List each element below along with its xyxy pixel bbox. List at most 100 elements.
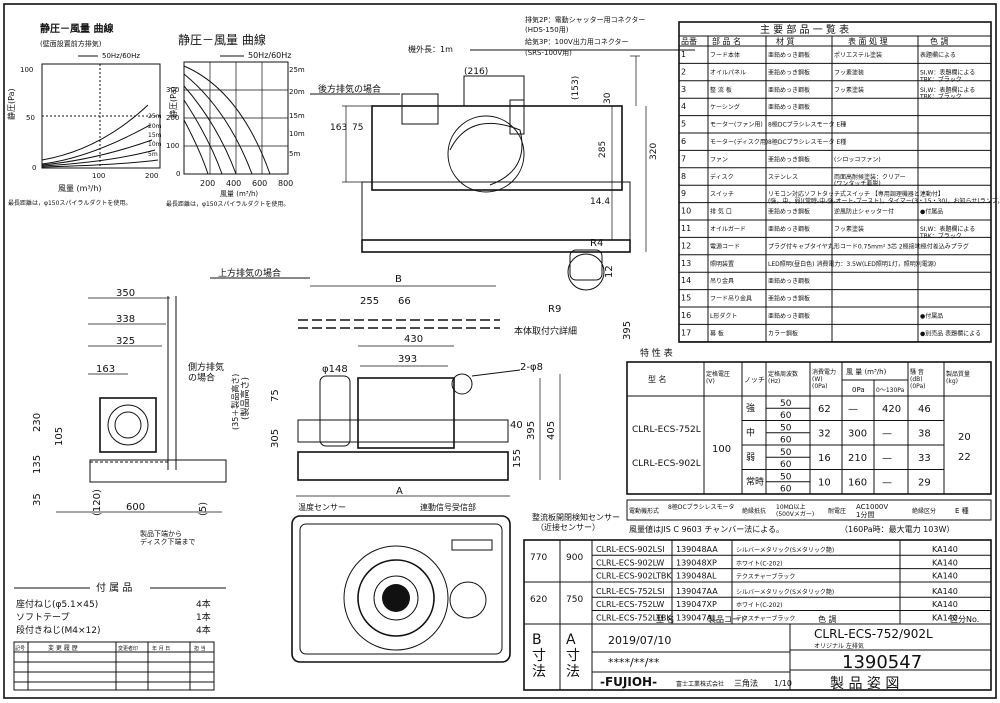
parts-table: 主 要 部 品 一 覧 表 品番 部 品 名 材 質 表 面 処 理 色 調 1… <box>678 21 1000 343</box>
parts-cell: 亜鉛めっき鋼板 <box>768 155 810 163</box>
dim-label: 338 <box>116 314 135 325</box>
dim-label: 430 <box>404 334 423 345</box>
model-cell: 900 <box>566 553 583 563</box>
model-title: CLRL-ECS-752/902L <box>814 627 933 641</box>
parts-cell: 13 <box>681 259 691 268</box>
parts-col: 色 調 <box>930 36 949 46</box>
mount-hole-label: 本体取付穴詳細 <box>514 325 577 337</box>
parts-cell: 亜鉛めっき鋼板 <box>768 68 810 76</box>
accessories-box: 付 属 品 座付ねじ(φ5.1×45) 4本 ソフトテープ 1本 段付きねじ(M… <box>14 581 226 636</box>
spec-col: 風 量 (m³/h) <box>846 368 887 376</box>
spec-col: 定格周波数(Hz) <box>768 370 798 385</box>
static-curve-large: 静圧－風量 曲線 50Hz/60Hz 25m 20m 15m 10m 5m 30… <box>166 32 305 208</box>
model-cell: KA140 <box>932 587 958 596</box>
y-tick: 0 <box>176 170 180 178</box>
parts-cell: 2 <box>681 67 686 76</box>
models-col: 区分No. <box>950 615 979 624</box>
model-cell: テクスチャーブラック <box>736 615 795 623</box>
y-tick: 100 <box>20 66 33 74</box>
dim-label: B <box>395 274 402 285</box>
connector-supply-model: (SRS-100V用) <box>525 49 572 57</box>
curve-note: (壁面設置前方排気) <box>40 39 102 48</box>
parts-cell: 亜鉛めっき鋼板 <box>768 277 810 285</box>
notch-q130: — <box>882 429 892 440</box>
notch-watt: 10 <box>818 478 831 489</box>
notch-label: 常時 <box>746 476 764 488</box>
notch-watt: 62 <box>818 404 831 415</box>
y-label: 静圧(Pa) <box>168 86 178 118</box>
dim-label: φ148 <box>322 364 348 375</box>
notch-hz: 50 <box>780 473 792 483</box>
dim-label: 395 <box>526 421 537 440</box>
y-tick: 300 <box>166 86 179 94</box>
parts-cell: 15 <box>681 294 691 303</box>
parts-cell: 電源コード <box>710 242 740 250</box>
rev-col: 年 月 日 <box>152 645 170 652</box>
spec-model: CLRL-ECS-902L <box>632 459 701 469</box>
parts-cell: オイルパネル <box>710 69 746 76</box>
dim-label: 35 <box>32 493 43 506</box>
rev-col: 記号 <box>15 645 25 652</box>
parts-cell: 表題欄による <box>920 51 956 59</box>
model-subtitle: オリジナル 左排気 <box>814 642 864 650</box>
motor-cell: 8極DCブラシレスモータ <box>668 503 735 511</box>
notch-q0: — <box>848 404 858 415</box>
parts-cell: ●付属品 <box>920 312 943 320</box>
accessories-title: 付 属 品 <box>96 581 132 594</box>
models-col: 色 調 <box>818 614 837 624</box>
model-cell: テクスチャーブラック <box>736 573 795 581</box>
parts-col: 表 面 処 理 <box>848 36 888 46</box>
side-view: 350 338 325 163 側方排気の場合 230 105 135 35 (… <box>32 288 227 546</box>
dim-label: 320 <box>649 143 659 160</box>
parts-cell: 亜鉛めっき鋼板 <box>768 51 810 59</box>
y-tick: 0 <box>32 164 36 172</box>
dim-label: 105 <box>54 427 65 446</box>
model-cell: KA140 <box>932 545 958 554</box>
spec-col: 定格電圧(V) <box>706 370 730 385</box>
accessory-qty: 1本 <box>196 611 211 623</box>
parts-cell: 亜鉛めっき鋼板 <box>768 295 810 303</box>
parts-cell: ステンレス <box>768 174 798 181</box>
models-col: 型 名 <box>656 614 675 624</box>
dim-label: 350 <box>116 288 135 299</box>
dim-label: 163 <box>330 123 347 133</box>
dim-label: 163 <box>96 364 115 375</box>
parts-cell: 亜鉛めっき鋼板 <box>768 208 810 216</box>
parts-cell: 17 <box>681 328 691 337</box>
parts-cell: フッ素塗装 <box>834 225 864 233</box>
notch-db: 46 <box>918 404 931 415</box>
parts-cell: モーター(ファン用) <box>710 121 763 129</box>
model-cell: ホワイト(C-202) <box>736 602 783 609</box>
parts-cell: 幕 板 <box>710 329 724 337</box>
x-tick: 200 <box>145 172 158 180</box>
company-name: 富士工業株式会社 <box>676 680 724 688</box>
brand-logo: -FUJIOH- <box>600 675 657 689</box>
parts-cell: 8極DCブラシレスモータ E種 <box>768 138 846 146</box>
parts-cell: ファン <box>710 156 728 163</box>
parts-cell: (シロッコファン) <box>834 156 881 163</box>
date-field: 2019/07/10 <box>608 634 671 647</box>
rev-col: 変更者印 <box>118 645 138 652</box>
parts-col: 材 質 <box>776 36 795 46</box>
model-cell: ホワイト(C-202) <box>736 560 783 567</box>
revision-table: 記号 変 更 履 歴 変更者印 年 月 日 担 当 <box>13 641 215 691</box>
notch-hz: 60 <box>780 411 792 421</box>
notch-db: 33 <box>918 453 931 464</box>
model-cell: 770 <box>530 553 547 563</box>
model-cell: CLRL-ECS-902LW <box>596 558 664 567</box>
model-cell: 139047AL <box>676 614 717 623</box>
motor-cell: 絶縁抵抗 <box>742 507 766 515</box>
parts-cell: 5 <box>681 120 686 129</box>
dim-label: 75 <box>270 389 281 402</box>
models-col: 製品コード <box>708 614 748 624</box>
parts-cell: 亜鉛めっき鋼板 <box>768 312 810 320</box>
y-tick: 50 <box>26 114 35 122</box>
near-sensor-label: 整流板開閉検知センサー <box>532 512 620 522</box>
x-tick: 600 <box>252 179 267 188</box>
dim-label: 135 <box>32 455 43 474</box>
parts-cell: 11 <box>681 224 691 233</box>
